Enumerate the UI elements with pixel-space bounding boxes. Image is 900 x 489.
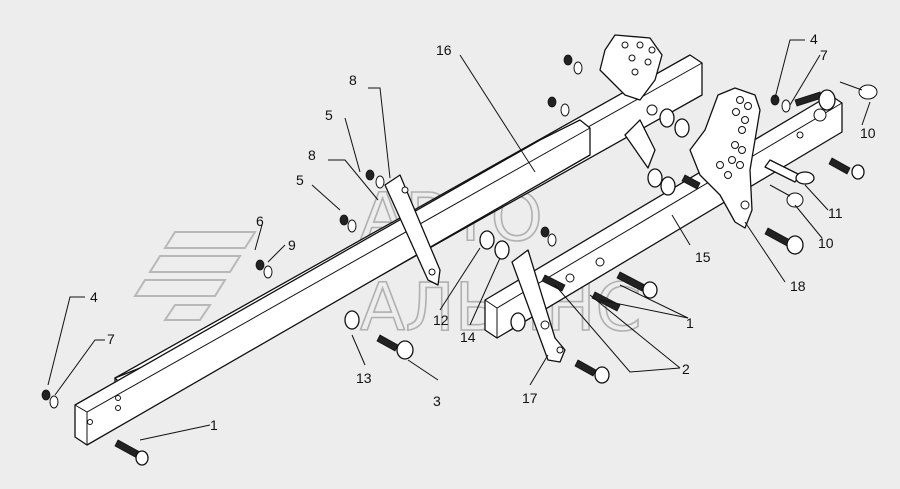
washers-nuts (41, 54, 791, 409)
callout-7-left: 7 (107, 331, 115, 347)
callout-10-lower: 10 (818, 235, 834, 251)
callout-2: 2 (682, 361, 690, 377)
callout-7-right: 7 (820, 47, 828, 63)
callouts: 16 8 5 8 5 6 9 4 7 1 13 3 12 14 17 2 1 1… (90, 31, 876, 433)
callout-1-left: 1 (210, 417, 218, 433)
callout-5-upper: 5 (325, 107, 333, 123)
callout-13: 13 (356, 370, 372, 386)
plate-upper (599, 34, 663, 169)
pins-rings (769, 81, 878, 208)
callout-10-upper: 10 (860, 125, 876, 141)
callout-6: 6 (256, 213, 264, 229)
callout-16: 16 (436, 42, 452, 58)
callout-9: 9 (288, 237, 296, 253)
callout-17: 17 (522, 390, 538, 406)
sleeves (344, 108, 690, 332)
callout-18: 18 (790, 278, 806, 294)
callout-3: 3 (433, 393, 441, 409)
callout-8-upper: 8 (349, 72, 357, 88)
callout-1-right: 1 (686, 315, 694, 331)
plate-18 (689, 87, 761, 229)
callout-5-lower: 5 (296, 172, 304, 188)
callout-14: 14 (460, 329, 476, 345)
leader-lines (47, 39, 871, 441)
plate-17 (511, 249, 566, 363)
beam-front-bar (74, 119, 591, 446)
plate-middle (384, 174, 441, 286)
bolts (114, 157, 865, 466)
callout-15: 15 (695, 249, 711, 265)
callout-12: 12 (433, 312, 449, 328)
callout-11: 11 (828, 205, 843, 221)
callout-4-left: 4 (90, 289, 98, 305)
callout-8-lower: 8 (308, 147, 316, 163)
callout-4-right: 4 (810, 31, 818, 47)
